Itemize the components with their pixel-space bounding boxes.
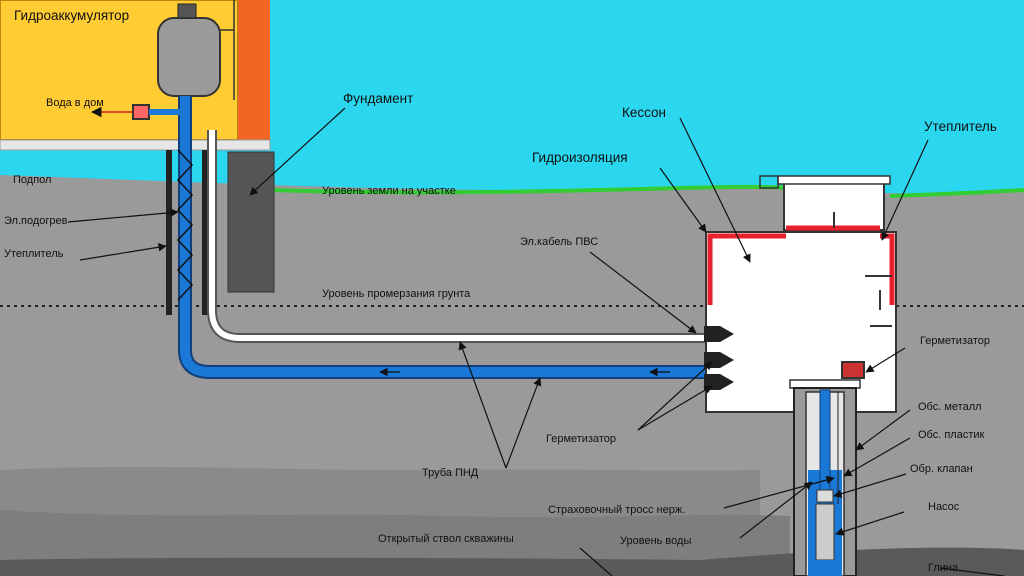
label-pipe-pnd: Труба ПНД <box>422 467 479 479</box>
sealer-cable <box>704 326 734 342</box>
label-water-to-house: Вода в дом <box>46 97 104 109</box>
insulation-bar-left <box>166 150 172 315</box>
label-insulation-right: Утеплитель <box>924 119 997 134</box>
label-casing-metal: Обс. металл <box>918 401 982 413</box>
pump-body <box>815 503 835 561</box>
label-clay: Глина <box>928 562 959 574</box>
house-wall <box>238 0 270 150</box>
label-pump: Насос <box>928 501 960 513</box>
leader-sealer-center-a <box>637 361 713 431</box>
label-frost-level: Уровень промерзания грунта <box>322 288 471 300</box>
label-check-valve: Обр. клапан <box>910 463 973 475</box>
leader-cable <box>589 251 697 334</box>
leader-insulation-left <box>79 243 167 261</box>
house-valve <box>132 104 150 120</box>
grass-line <box>269 184 821 195</box>
label-water-level: Уровень воды <box>620 535 692 547</box>
leader-sealer-center-b <box>637 385 713 431</box>
label-casing-plastic: Обс. пластик <box>918 429 985 441</box>
caisson-lock <box>759 175 779 189</box>
clay-layer <box>0 547 1024 576</box>
label-electric-heating: Эл.подогрев <box>4 215 68 227</box>
leader-heating <box>67 208 179 223</box>
heating-cable <box>176 149 194 301</box>
leader-pipe-a <box>458 341 507 469</box>
pressure-switch <box>177 3 197 19</box>
leader-clay <box>939 567 1005 576</box>
leader-caisson <box>679 117 751 263</box>
electric-cable-inner <box>209 130 705 341</box>
leader-safety-cable <box>723 475 835 509</box>
leader-casing-metal <box>855 409 911 451</box>
open-borehole-shaft <box>810 560 840 576</box>
leader-water-level <box>739 481 813 539</box>
leader-pipe-b <box>505 377 542 469</box>
leader-pump <box>835 511 905 536</box>
waterproofing-left <box>707 233 786 305</box>
leader-insulation-right <box>881 139 929 241</box>
grass-line-right <box>889 188 1024 198</box>
label-subfloor: Подпол <box>13 174 52 186</box>
label-safety-cable: Страховочный тросс нерж. <box>548 504 686 516</box>
leader-waterproofing <box>659 167 707 233</box>
label-accumulator: Гидроаккумулятор <box>14 8 130 23</box>
water-pipe-inner <box>180 96 835 390</box>
label-ground-level: Уровень земли на участке <box>322 185 456 197</box>
label-sealer-right: Герметизатор <box>920 335 991 347</box>
caisson-lid <box>777 175 891 185</box>
well-cap <box>789 379 861 389</box>
leader-borehole <box>579 547 613 576</box>
label-cable: Эл.кабель ПВС <box>520 236 599 248</box>
leader-casing-plastic <box>843 437 911 477</box>
label-sealer-center: Герметизатор <box>546 433 617 445</box>
label-waterproofing: Гидроизоляция <box>532 150 628 165</box>
accumulator-tank <box>157 17 221 97</box>
label-foundation: Фундамент <box>343 91 414 106</box>
foundation-block <box>227 151 275 293</box>
insulation-bar-right <box>202 150 208 315</box>
wellhead-sealer <box>841 361 865 379</box>
house-floor <box>0 139 271 151</box>
leader-sealer-right <box>865 347 906 373</box>
leader-foundation <box>249 107 346 196</box>
leader-check-valve <box>833 473 907 498</box>
label-caisson: Кессон <box>622 105 666 120</box>
label-insulation-left: Утеплитель <box>4 248 64 260</box>
label-open-borehole: Открытый ствол скважины <box>378 533 514 545</box>
check-valve-body <box>816 489 834 503</box>
